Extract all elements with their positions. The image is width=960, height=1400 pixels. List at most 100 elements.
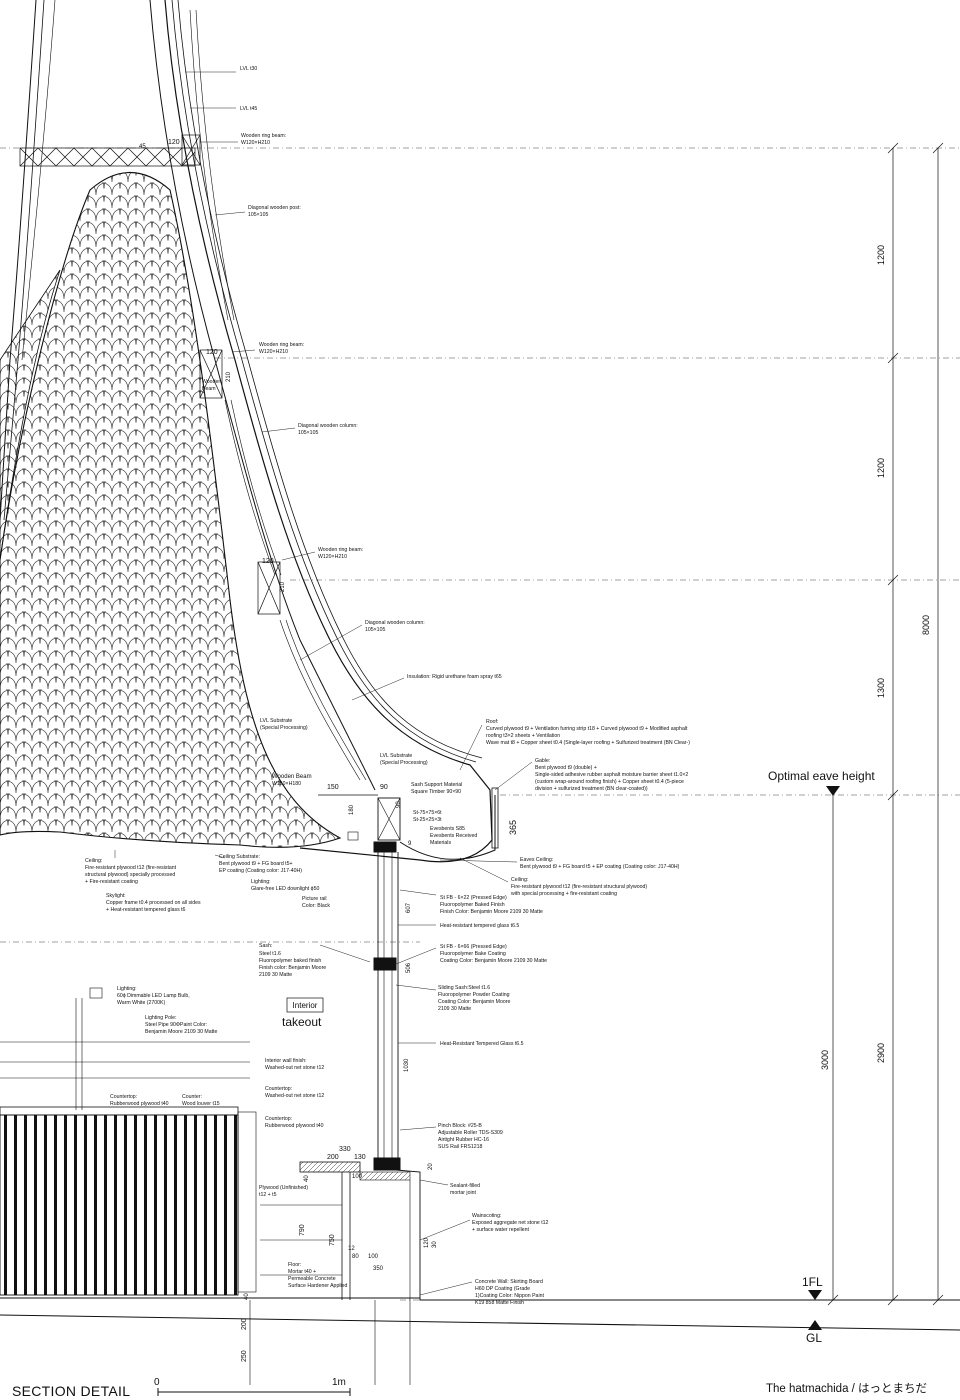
- dimension-chains: [827, 142, 944, 1306]
- label-wainscoting-2: Exposed aggregate net stone t12: [472, 1220, 549, 1226]
- scale-cone: [0, 171, 342, 848]
- label-sash-support-size: Square Timber 90×90: [411, 789, 461, 795]
- footer-project-name: The hatmachida / はっとまちだ: [766, 1382, 927, 1395]
- label-stfb-a: St FB - 6×22 (Pressed Edge): [440, 895, 507, 901]
- label-evesbents-2: Evesbents Received: [430, 833, 477, 839]
- dim-330: 330: [339, 1146, 351, 1153]
- label-floor-4: Surface Hardener Applied: [288, 1283, 348, 1289]
- label-lighting-pole-2: Steel Pipe 90ΦPaint Color:: [145, 1022, 207, 1028]
- label-evesbents: Evesbents S85: [430, 826, 465, 832]
- diagonal-columns: [189, 9, 367, 781]
- label-pinch-block-2: Adjustable Roller TDS-S309: [438, 1130, 503, 1136]
- label-ring-beam-top: Wooden ring beam:: [241, 133, 286, 139]
- label-lighting-2: Glare-free LED downlight ϕ50: [251, 886, 319, 892]
- dim-right-8000: 8000: [921, 615, 931, 635]
- label-sliding-sash-2: Fluoropolymer Powder Coating: [438, 992, 510, 998]
- label-optimal-eave-height: Optimal eave height: [768, 769, 875, 783]
- dim-90-vertical: 90: [396, 801, 402, 808]
- label-sliding-sash-3: Coating Color: Benjamin Moore: [438, 999, 510, 1005]
- label-sealant-2: mortar joint: [450, 1190, 477, 1196]
- label-lvl-t30: LVL t30: [240, 66, 257, 72]
- label-ceiling-4: + Fire-resistant coating: [85, 879, 138, 885]
- label-lighting-b-3: Warm White (2700K): [117, 1000, 166, 1006]
- label-heat-glass-b: Heat-Resistant Tempered Glass t6.5: [440, 1041, 524, 1047]
- label-roof-4: Wave mat t8 + Copper sheet t0.4 (Single-…: [486, 740, 690, 746]
- dim-350: 350: [373, 1266, 384, 1272]
- label-sash-support: Sash Support Material: [411, 782, 462, 788]
- dim-130: 130: [354, 1154, 366, 1161]
- label-wooden-beam: Wooden Beam: [272, 774, 312, 780]
- annotations: LVL t30 LVL t45 Wooden ring beam: W120×H…: [85, 66, 690, 1306]
- label-interior-wall: Interior wall finish:: [265, 1058, 307, 1064]
- dim-150: 150: [327, 784, 339, 791]
- dim-right-1300: 1300: [876, 678, 886, 698]
- label-stfb-a-3: Finish Color: Benjamin Moore 2109 30 Mat…: [440, 909, 543, 915]
- label-takeout: takeout: [282, 1015, 322, 1029]
- counter-section: [0, 987, 960, 1385]
- label-diagonal-column-b-size: 105×105: [365, 627, 385, 633]
- label-sash-2: Steel t1.6: [259, 951, 281, 957]
- label-roof-3: roofing t3×2 sheets + Ventilation: [486, 733, 560, 739]
- level-labels: Optimal eave height 1FL GL: [768, 769, 875, 1345]
- label-stfb-b: St FB - 6×66 (Pressed Edge): [440, 944, 507, 950]
- label-ceiling-2: Fire-resistant plywood t12 (fire-resista…: [85, 865, 177, 871]
- dim-210-mid: 210: [226, 371, 232, 382]
- label-ceiling-b: Ceiling:: [511, 877, 528, 883]
- dim-120-vertical: 120: [424, 1237, 430, 1248]
- label-ceiling-3: structural plywood) specially processed: [85, 872, 175, 878]
- dim-365: 365: [508, 820, 518, 835]
- label-pinch-block: Pinch Block: #25-B: [438, 1123, 482, 1129]
- label-gl: GL: [806, 1331, 822, 1345]
- label-gable-2: Bent plywood t9 (double) +: [535, 765, 597, 771]
- label-insulation: Insulation: Rigid urethane foam spray t6…: [407, 674, 502, 680]
- dim-200: 200: [327, 1154, 339, 1161]
- label-countertop-c-2: Rubberwood plywood t40: [265, 1123, 324, 1129]
- label-wooden-beam-small-2: Beam: [202, 386, 216, 392]
- footer: SECTION DETAIL 0 1m The hatmachida / はっと…: [12, 1377, 927, 1399]
- label-lvl-substrate-b: LVL Substrate: [380, 753, 412, 759]
- dim-12: 12: [348, 1246, 355, 1252]
- eave-assembly: [318, 787, 499, 860]
- label-ceiling-substrate-2: Bent plywood t9 + FG board t5+: [219, 861, 293, 867]
- label-concrete-wall-4: K19 858 Matte Finish: [475, 1300, 524, 1306]
- dim-right-2900: 2900: [876, 1043, 886, 1063]
- label-picture-rail-2: Color: Black: [302, 903, 330, 909]
- label-lighting-pole-3: Benjamin Moore 2109 30 Matte: [145, 1029, 217, 1035]
- label-evesbents-3: Materials: [430, 840, 451, 846]
- label-stfb-b-3: Coating Color: Benjamin Moore 2109 30 Ma…: [440, 958, 547, 964]
- label-sliding-sash: Sliding Sash:Steel t1.6: [438, 985, 490, 991]
- dim-120-low: 120: [262, 558, 274, 565]
- scale-one: 1m: [332, 1377, 346, 1388]
- label-countertop-a-2: Rubberwood plywood t40: [110, 1101, 169, 1107]
- dim-1030: 1030: [404, 1058, 410, 1072]
- dim-9: 9: [408, 841, 412, 847]
- label-ceiling-b-3: with special processing + fire-resistant…: [511, 891, 617, 897]
- label-concrete-wall-2: H60 DP Coating (Grade: [475, 1286, 530, 1292]
- label-1fl: 1FL: [802, 1275, 823, 1289]
- dim-750: 750: [329, 1234, 336, 1246]
- label-eaves-ceiling-2: Bent plywood t9 + FG board t5 + EP coati…: [520, 864, 680, 870]
- label-skylight-3: + Heat-resistant tempered glass t6: [106, 907, 186, 913]
- label-floor: Floor:: [288, 1262, 301, 1268]
- label-plywood-2: t12 + t5: [259, 1192, 277, 1198]
- label-diagonal-column-b: Diagonal wooden column:: [365, 620, 425, 626]
- label-sash-4: Finish color: Benjamin Moore: [259, 965, 326, 971]
- label-skylight-2: Copper frame t0.4 processed on all sides: [106, 900, 201, 906]
- label-pinch-block-4: SUS Rail FRS1218: [438, 1144, 483, 1150]
- label-counter-2: Wood louver t15: [182, 1101, 220, 1107]
- label-plywood: Plywood (Unfinished): [259, 1185, 308, 1191]
- label-gable-3: Single-sided adhesive rubber asphalt moi…: [535, 772, 688, 778]
- label-diagonal-post: Diagonal wooden post:: [248, 205, 301, 211]
- label-wainscoting-3: + surface water repellent: [472, 1227, 530, 1233]
- dim-120-top: 120: [168, 139, 180, 146]
- dim-607: 607: [406, 902, 412, 913]
- label-stfb-a-2: Fluoropolymer Baked Finish: [440, 902, 505, 908]
- label-diagonal-column-a: Diagonal wooden column:: [298, 423, 358, 429]
- scale-zero: 0: [154, 1377, 160, 1388]
- dim-right-3000: 3000: [820, 1050, 830, 1070]
- label-pinch-block-3: Airtight Rubber HC-16: [438, 1137, 489, 1143]
- dim-30: 30: [432, 1241, 438, 1248]
- label-lighting-pole: Lighting Pole:: [145, 1015, 176, 1021]
- label-lvl-substrate-b-2: (Special Processing): [380, 760, 428, 766]
- label-sealant: Sealant-filled: [450, 1183, 480, 1189]
